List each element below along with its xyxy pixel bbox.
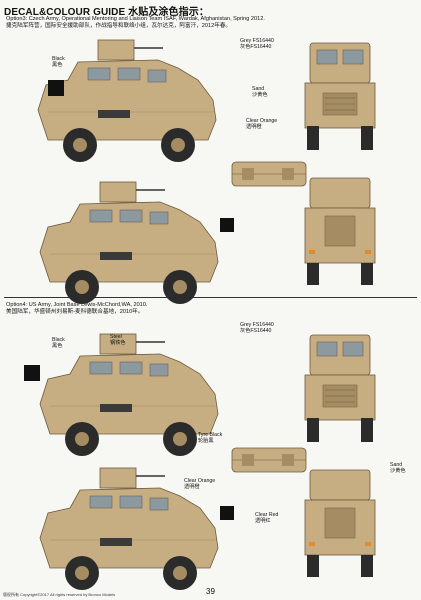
- option4-caption-en: Option4: US Army, Joint Base Lewis-McCho…: [6, 302, 148, 308]
- section-divider: [4, 297, 417, 298]
- option3-caption-en: Option3: Czech Army, Operational Mentori…: [6, 16, 265, 22]
- option3-caption-cn: 捷克陆军阵营，国际安全援助部队，作战指导和联络小组，瓦尔达克，阿富汗，2012年…: [6, 23, 232, 29]
- page-title: DECAL&COLOUR GUIDE 水贴及涂色指示：: [4, 7, 209, 18]
- option4-caption-cn: 美国陆军，华盛顿州刘易斯-麦科德联合基地，2010年。: [6, 309, 144, 315]
- copyright-footer: 版权所有 Copyright©2017 All rights reserved …: [3, 592, 116, 597]
- page-number: 39: [206, 587, 215, 596]
